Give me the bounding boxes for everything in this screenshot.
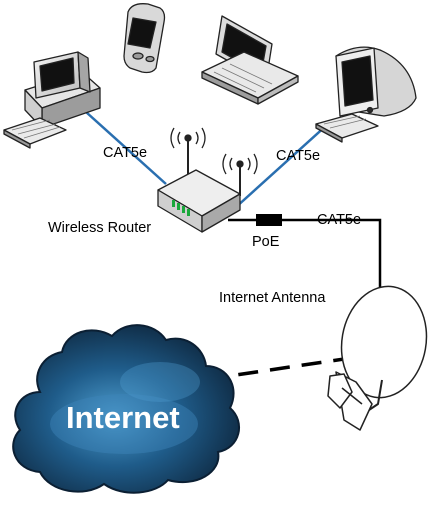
laptop-icon — [201, 15, 299, 105]
cable-poe-antenna — [282, 218, 382, 290]
poe-label: PoE — [252, 234, 280, 250]
cable-imac-router — [234, 123, 329, 209]
cable-label-right: CAT5e — [276, 148, 320, 164]
satellite-dish-icon — [327, 285, 428, 431]
imac-computer-icon — [315, 46, 417, 143]
router-label: Wireless Router — [48, 220, 151, 236]
poe-injector-icon — [256, 214, 282, 226]
desktop-computer-icon — [3, 51, 101, 149]
cable-label-antenna: CAT5e — [317, 212, 361, 228]
cable-label-left: CAT5e — [103, 145, 147, 161]
wireless-router-icon — [157, 127, 258, 233]
cable-desktop-router — [85, 111, 167, 185]
internet-cloud-icon — [12, 324, 240, 494]
antenna-label: Internet Antenna — [219, 290, 326, 306]
pda-icon — [123, 3, 166, 74]
internet-label: Internet — [66, 400, 180, 435]
